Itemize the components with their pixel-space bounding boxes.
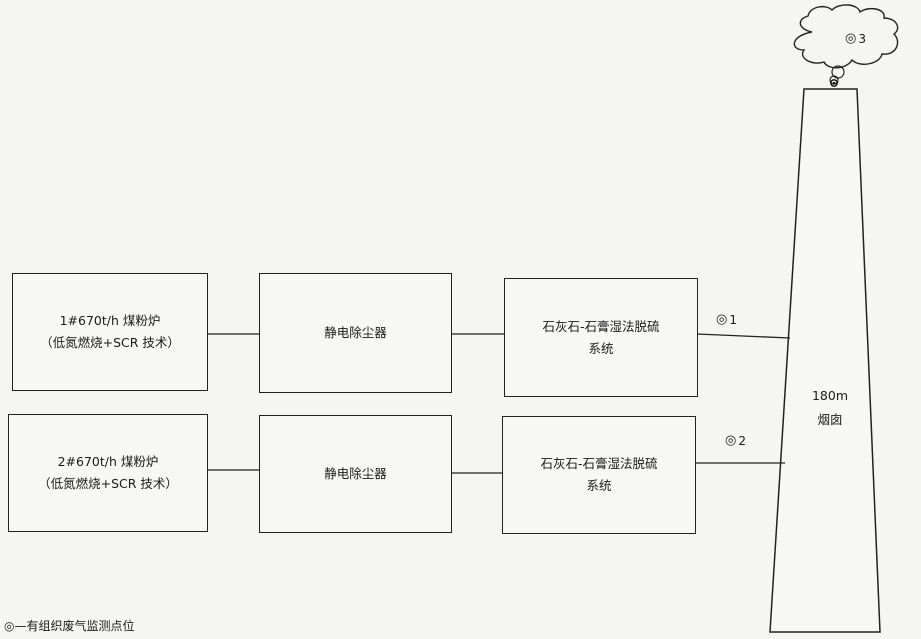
smoke-cloud-icon: [793, 4, 899, 69]
monitoring-point-1: ◎ 1: [716, 312, 737, 327]
legend: ◎—有组织废气监测点位: [4, 619, 135, 633]
precipitator-2-box: 静电除尘器: [259, 415, 452, 533]
chimney-name: 烟囱: [817, 412, 843, 427]
precipitator-2-label: 静电除尘器: [324, 466, 387, 481]
boiler-2-box: 2#670t/h 煤粉炉 （低氮燃烧+SCR 技术）: [8, 414, 208, 532]
desulfurization-2-box: 石灰石-石膏湿法脱硫 系统: [502, 416, 696, 534]
boiler-1-box: 1#670t/h 煤粉炉 （低氮燃烧+SCR 技术）: [12, 273, 208, 391]
precipitator-1-label: 静电除尘器: [324, 325, 387, 340]
chimney-label: 180m 烟囱: [795, 384, 865, 432]
boiler-1-title: 1#670t/h 煤粉炉: [59, 313, 161, 328]
monitoring-point-number: 1: [729, 312, 737, 327]
desulfurization-2-title: 石灰石-石膏湿法脱硫: [540, 456, 658, 471]
monitoring-marker-icon: ◎: [725, 433, 737, 448]
boiler-2-title: 2#670t/h 煤粉炉: [57, 454, 159, 469]
monitoring-point-3: ◎ 3: [845, 31, 866, 46]
monitoring-point-3-marker: [830, 79, 838, 87]
monitoring-marker-icon: ◎: [845, 31, 857, 46]
boiler-2-tech: （低氮燃烧+SCR 技术）: [38, 476, 178, 491]
desulfurization-1-title: 石灰石-石膏湿法脱硫: [542, 318, 660, 334]
monitoring-point-2: ◎ 2: [725, 433, 746, 448]
precipitator-1-box: 静电除尘器: [259, 273, 452, 393]
chimney-outline: [769, 88, 881, 633]
chimney-height: 180m: [811, 388, 849, 403]
monitoring-marker-icon: ◎: [716, 312, 728, 327]
desulfurization-1-box: 石灰石-石膏湿法脱硫 系统: [504, 278, 698, 397]
connector-fgd1-chimney: [696, 333, 791, 339]
monitoring-point-number: 3: [858, 31, 866, 46]
desulfurization-2-suffix: 系统: [586, 478, 612, 493]
desulfurization-1-suffix: 系统: [588, 340, 614, 356]
boiler-1-tech: （低氮燃烧+SCR 技术）: [40, 335, 180, 350]
monitoring-point-number: 2: [738, 433, 746, 448]
